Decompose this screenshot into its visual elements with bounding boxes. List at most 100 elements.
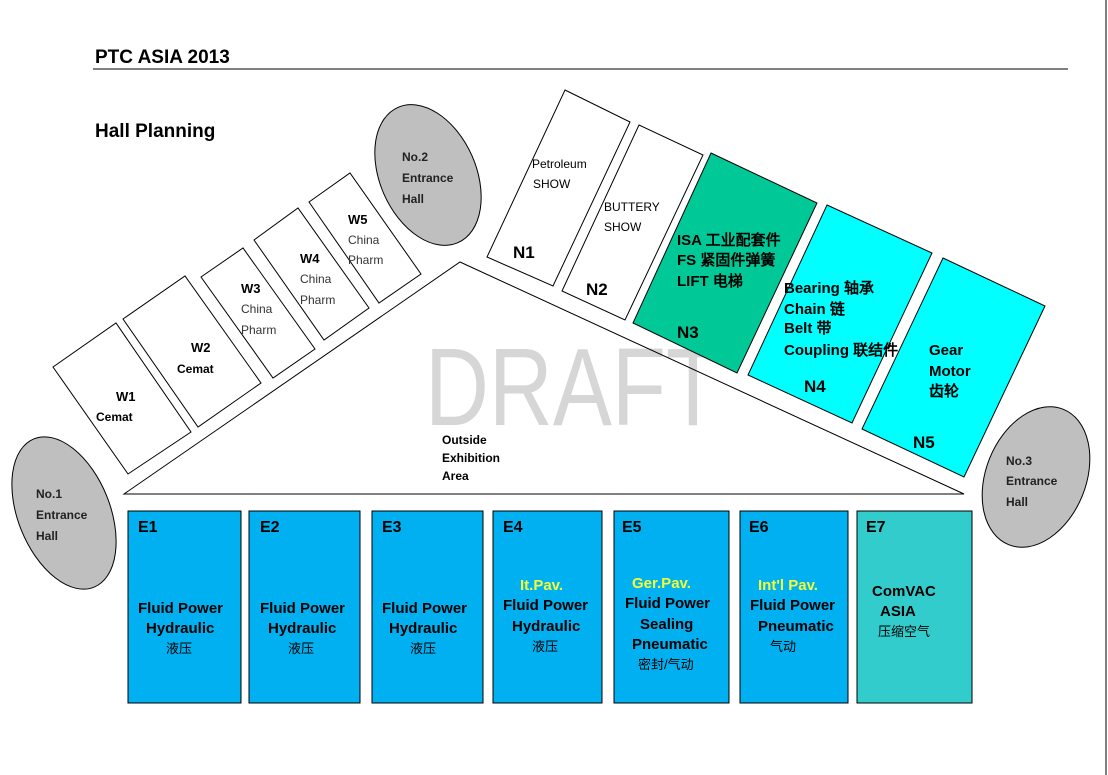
hall-n4[interactable]: Bearing 轴承 Chain 链 Belt 带 Coupling 联结件 N…: [747, 204, 933, 424]
hall-w3[interactable]: W3 China Pharm: [200, 247, 316, 379]
entrance-hall-3[interactable]: No.3 Entrance Hall: [962, 391, 1108, 564]
hall-id: N1: [513, 243, 535, 262]
entrance-label: Entrance: [36, 508, 88, 522]
hall-id: W5: [348, 212, 368, 227]
hall-id: E7: [866, 519, 886, 536]
hall-label: China: [300, 272, 332, 286]
hall-id: W1: [116, 389, 136, 404]
hall-label: Sealing: [640, 616, 693, 633]
hall-label: Gear: [929, 342, 963, 359]
hall-label: Hydraulic: [512, 618, 580, 635]
hall-label: LIFT 电梯: [677, 272, 743, 290]
hall-w1[interactable]: W1 Cemat: [52, 322, 192, 475]
hall-id: N5: [913, 433, 935, 452]
hall-label: Pharm: [241, 323, 276, 337]
hall-label: Pneumatic: [632, 636, 708, 653]
hall-label: Coupling 联结件: [784, 341, 898, 359]
entrance-label: No.2: [402, 150, 428, 164]
hall-label: Cemat: [96, 410, 133, 424]
pavilion-label: It.Pav.: [520, 577, 563, 594]
hall-label: Hydraulic: [389, 620, 457, 637]
outside-label-1: Outside: [442, 433, 487, 447]
outside-exhibition-area: [122, 261, 965, 495]
hall-label: 液压: [166, 641, 192, 656]
hall-e2[interactable]: E2 Fluid Power Hydraulic 液压: [248, 510, 361, 704]
hall-label: Pneumatic: [758, 618, 834, 635]
entrance-label: Hall: [1006, 495, 1028, 509]
hall-label: SHOW: [533, 177, 571, 191]
hall-label: ComVAC: [872, 583, 936, 600]
hall-label: 液压: [288, 641, 314, 656]
hall-label: SHOW: [604, 220, 642, 234]
hall-label: 密封/气动: [638, 657, 694, 672]
hall-e1[interactable]: E1 Fluid Power Hydraulic 液压: [127, 510, 242, 704]
entrance-label: Hall: [402, 192, 424, 206]
hall-label: 气动: [770, 639, 796, 654]
hall-label: Fluid Power: [750, 597, 835, 614]
hall-label: Hydraulic: [146, 620, 214, 637]
hall-id: E6: [749, 519, 769, 536]
pavilion-label: Ger.Pav.: [632, 575, 691, 592]
entrance-label: No.3: [1006, 454, 1032, 468]
entrance-hall-1[interactable]: No.1 Entrance Hall: [0, 422, 137, 605]
hall-e4[interactable]: E4 It.Pav. Fluid Power Hydraulic 液压: [492, 510, 603, 704]
hall-label: FS 紧固件弹簧: [677, 251, 775, 269]
hall-label: China: [348, 233, 380, 247]
hall-label: Chain 链: [784, 300, 846, 318]
hall-label: 齿轮: [929, 382, 959, 400]
hall-label: Fluid Power: [625, 595, 710, 612]
hall-label: Fluid Power: [260, 600, 345, 617]
entrance-hall-2[interactable]: No.2 Entrance Hall: [354, 88, 502, 262]
hall-n2[interactable]: BUTTERY SHOW N2: [561, 124, 704, 321]
hall-id: W4: [300, 251, 320, 266]
hall-label: Fluid Power: [138, 600, 223, 617]
hall-id: N4: [804, 377, 826, 396]
hall-id: E3: [382, 519, 402, 536]
page-title: PTC ASIA 2013: [95, 47, 230, 68]
pavilion-label: Int'l Pav.: [758, 577, 818, 594]
entrance-label: Hall: [36, 529, 58, 543]
hall-id: E1: [138, 519, 158, 536]
hall-label: ISA 工业配套件: [677, 231, 781, 249]
hall-label: Motor: [929, 363, 971, 380]
entrance-label: Entrance: [1006, 474, 1058, 488]
outside-label-2: Exhibition: [442, 451, 500, 465]
outside-label-3: Area: [442, 469, 469, 483]
hall-label: Hydraulic: [268, 620, 336, 637]
hall-e5[interactable]: E5 Ger.Pav. Fluid Power Sealing Pneumati…: [613, 510, 730, 704]
hall-label: ASIA: [880, 603, 916, 620]
hall-id: E4: [503, 519, 523, 536]
hall-e7[interactable]: E7 ComVAC ASIA 压缩空气: [856, 510, 973, 704]
hall-e3[interactable]: E3 Fluid Power Hydraulic 液压: [371, 510, 484, 704]
hall-w4[interactable]: W4 China Pharm: [253, 207, 370, 341]
hall-label: Fluid Power: [503, 597, 588, 614]
hall-id: N3: [677, 323, 699, 342]
hall-n3[interactable]: ISA 工业配套件 FS 紧固件弹簧 LIFT 电梯 N3: [632, 152, 818, 374]
entrance-label: No.1: [36, 487, 62, 501]
hall-w2[interactable]: W2 Cemat: [122, 275, 262, 428]
hall-id: W3: [241, 281, 261, 296]
hall-id: E2: [260, 519, 280, 536]
hall-w5[interactable]: W5 China Pharm: [308, 172, 422, 304]
hall-n5[interactable]: Gear Motor 齿轮 N5: [861, 257, 1046, 478]
hall-label: 压缩空气: [878, 624, 930, 639]
hall-label: Pharm: [300, 293, 335, 307]
hall-label: China: [241, 302, 273, 316]
hall-label: 液压: [532, 639, 558, 654]
hall-id: W2: [191, 340, 211, 355]
hall-label: Belt 带: [784, 320, 832, 337]
hall-label: Pharm: [348, 253, 383, 267]
hall-id: E5: [622, 519, 642, 536]
hall-label: Petroleum: [532, 157, 587, 171]
hall-label: Fluid Power: [382, 600, 467, 617]
hall-id: N2: [586, 280, 608, 299]
hall-label: 液压: [410, 641, 436, 656]
hall-label: Cemat: [177, 362, 214, 376]
section-title: Hall Planning: [95, 121, 215, 142]
hall-label: Bearing 轴承: [784, 279, 874, 297]
draft-watermark: DRAFT: [425, 326, 720, 449]
hall-n1[interactable]: Petroleum SHOW N1: [486, 89, 631, 287]
entrance-label: Entrance: [402, 171, 454, 185]
hall-e6[interactable]: E6 Int'l Pav. Fluid Power Pneumatic 气动: [739, 510, 849, 704]
